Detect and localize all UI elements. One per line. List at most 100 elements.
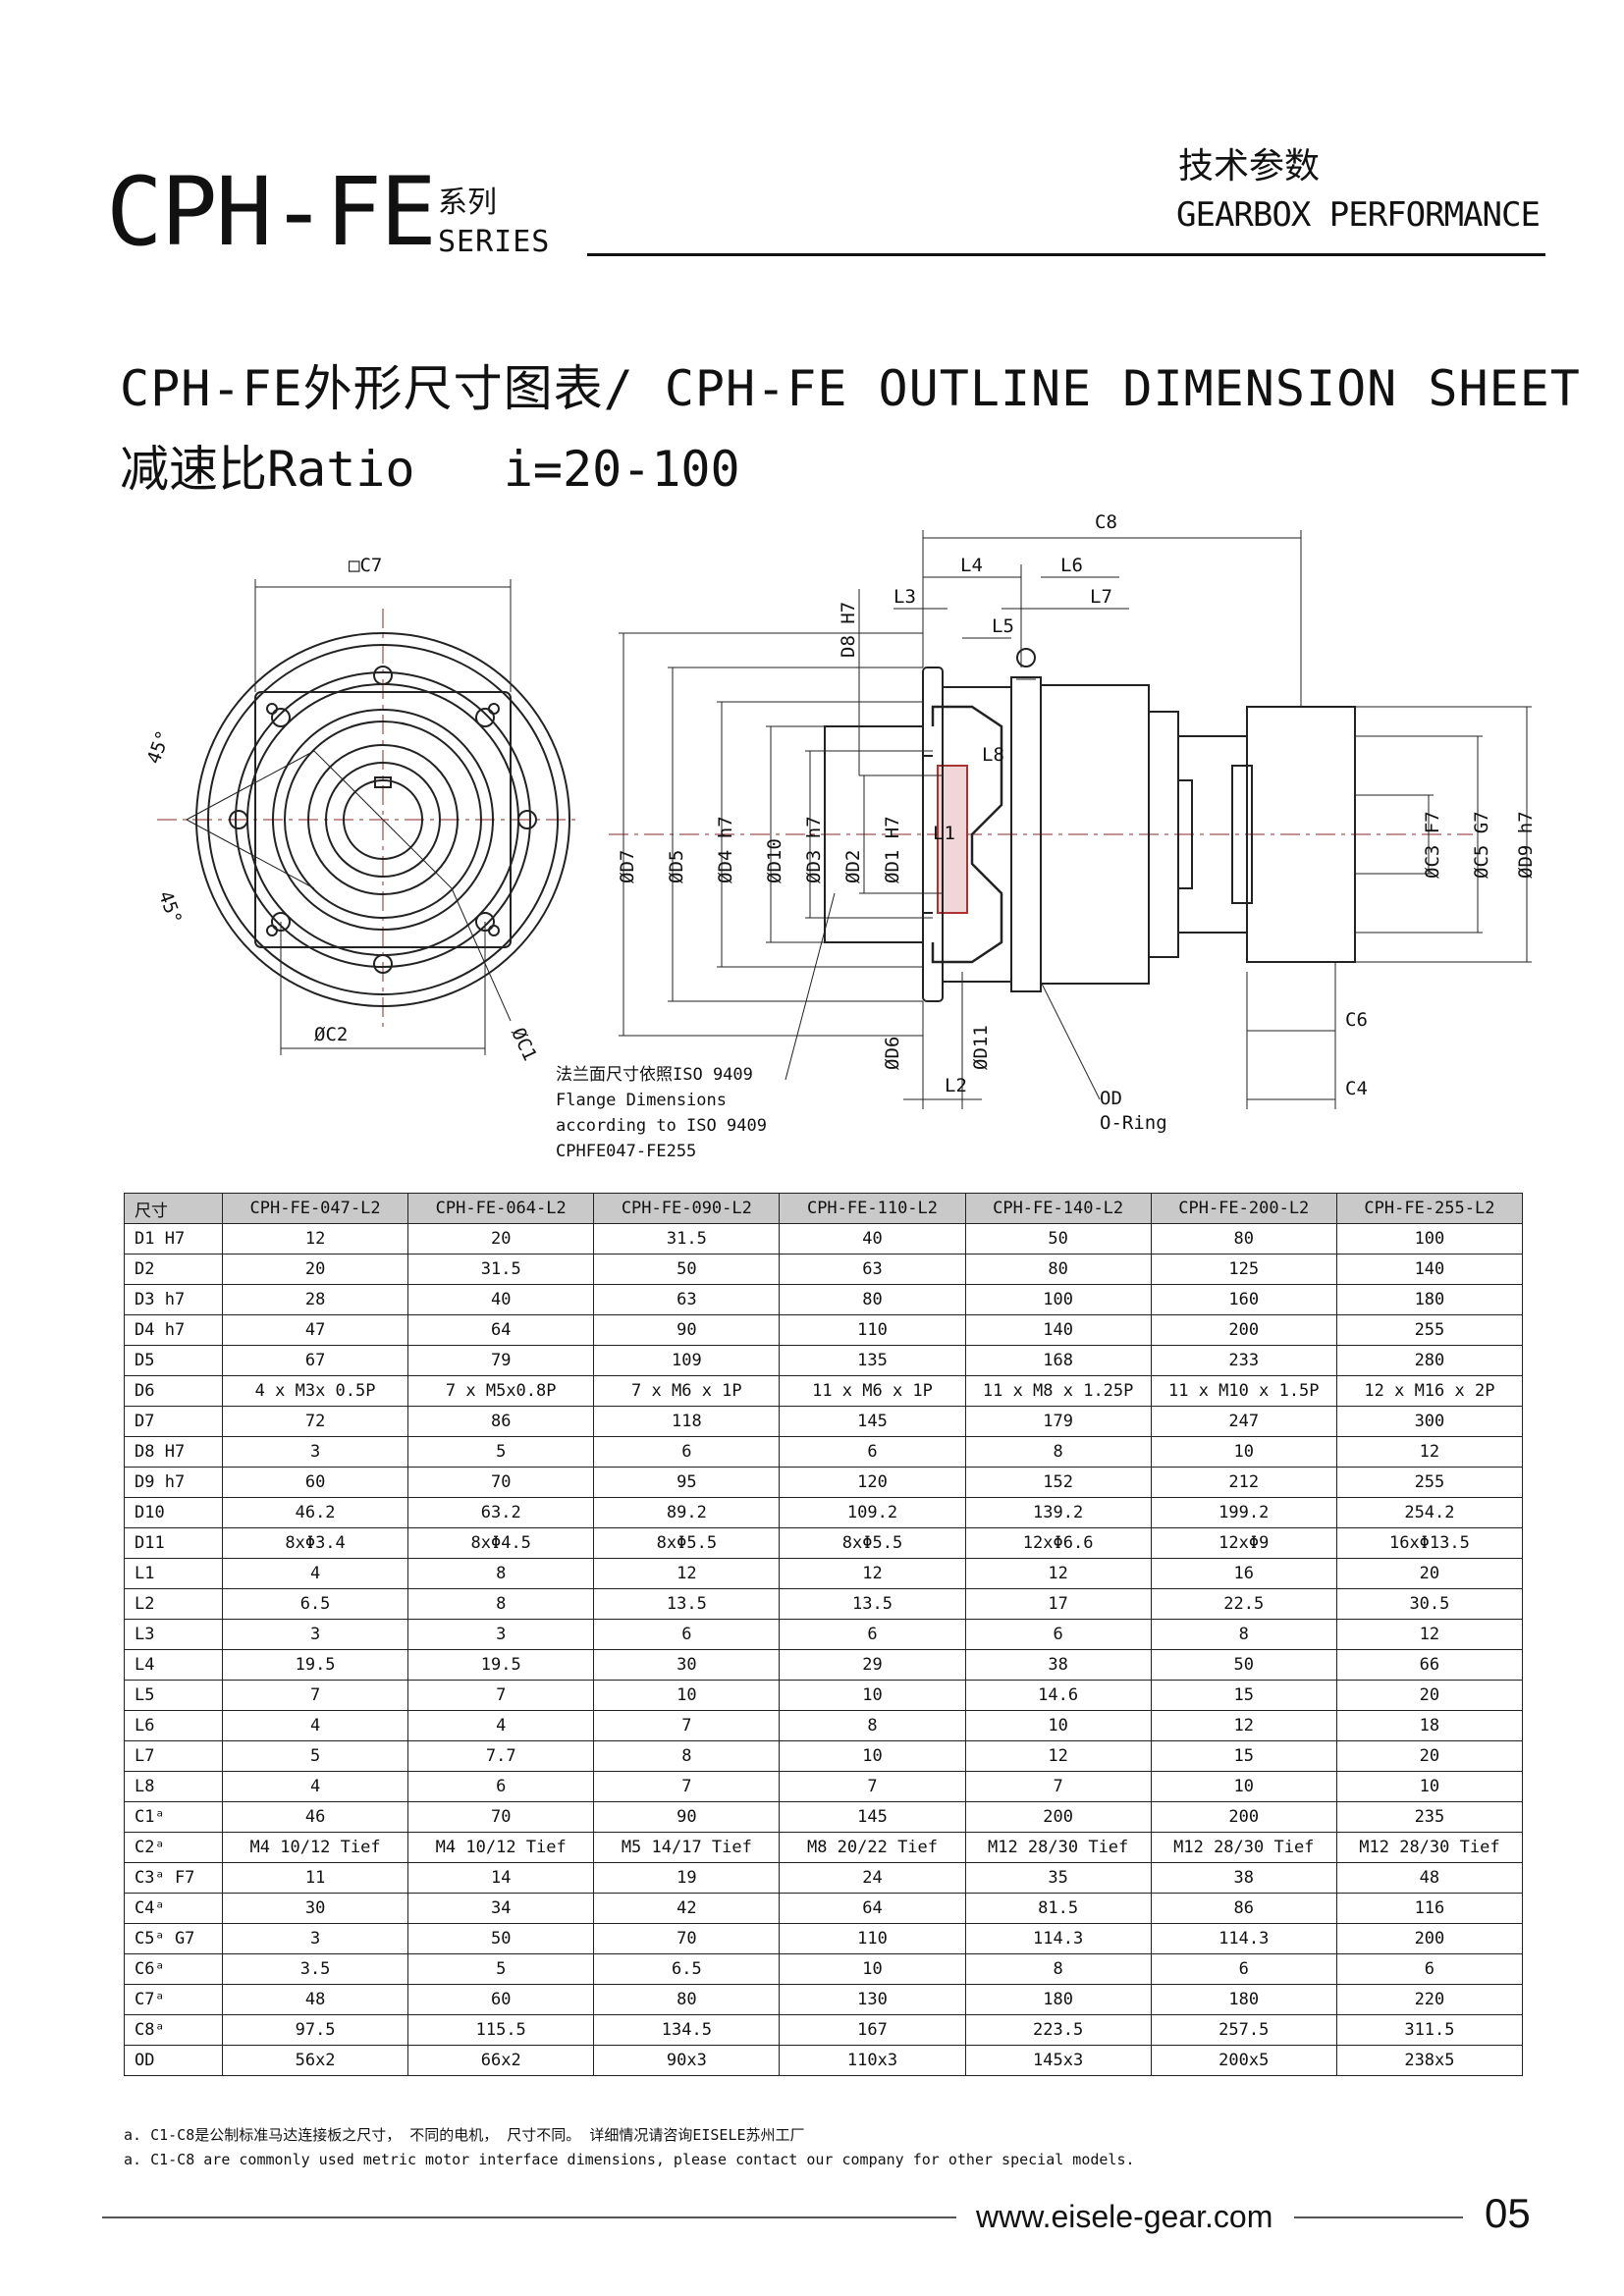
dim-c8: C8 (1095, 511, 1117, 533)
row-label: C7ᵃ (124, 1984, 223, 2015)
table-cell: 31.5 (407, 1254, 595, 1285)
table-cell: 48 (221, 1984, 409, 2015)
table-cell: 90x3 (593, 2045, 781, 2076)
page-number: 05 (1485, 2190, 1531, 2236)
column-header: CPH-FE-110-L2 (779, 1193, 966, 1224)
table-cell: 95 (593, 1467, 781, 1498)
dim-d2: ØD2 (842, 850, 864, 883)
row-label: C5ᵃ G7 (124, 1923, 223, 1954)
table-cell: 145 (779, 1406, 966, 1437)
flange-note-line: CPHFE047-FE255 (556, 1142, 697, 1161)
table-cell: 80 (964, 1254, 1152, 1285)
table-cell: 311.5 (1335, 2014, 1524, 2046)
table-cell: 7.7 (407, 1740, 595, 1772)
table-cell: 10 (593, 1680, 781, 1711)
table-cell: 40 (407, 1284, 595, 1315)
table-cell: 180 (1335, 1284, 1524, 1315)
table-cell: 8 (779, 1710, 966, 1741)
dim-l5: L5 (992, 615, 1014, 637)
table-cell: 223.5 (964, 2014, 1152, 2046)
table-cell: 60 (221, 1467, 409, 1498)
dim-d1: ØD1 H7 (882, 816, 903, 883)
table-cell: 280 (1335, 1345, 1524, 1376)
table-cell: M4 10/12 Tief (407, 1832, 595, 1863)
dim-d9: ØD9 h7 (1515, 811, 1532, 879)
table-cell: 7 (593, 1771, 781, 1802)
column-header: CPH-FE-255-L2 (1335, 1193, 1524, 1224)
table-cell: 8xΦ4.5 (407, 1527, 595, 1559)
table-cell: 255 (1335, 1467, 1524, 1498)
table-cell: 8xΦ3.4 (221, 1527, 409, 1559)
table-cell: 11 x M8 x 1.25P (964, 1375, 1152, 1407)
table-cell: 50 (964, 1223, 1152, 1255)
table-cell: 199.2 (1150, 1497, 1337, 1528)
dim-d3: ØD3 h7 (803, 816, 825, 883)
table-cell: 233 (1150, 1345, 1337, 1376)
section-title-cn: 技术参数 (1178, 146, 1321, 187)
table-cell: 63 (779, 1254, 966, 1285)
column-header: CPH-FE-200-L2 (1150, 1193, 1337, 1224)
table-cell: 160 (1150, 1284, 1337, 1315)
table-cell: 220 (1335, 1984, 1524, 2015)
table-cell: 7 x M6 x 1P (593, 1375, 781, 1407)
row-label: L3 (124, 1619, 223, 1650)
row-label: D1 H7 (124, 1223, 223, 1255)
table-cell: 8xΦ5.5 (779, 1527, 966, 1559)
table-cell: 7 (221, 1680, 409, 1711)
table-cell: 63 (593, 1284, 781, 1315)
table-cell: 8xΦ5.5 (593, 1527, 781, 1559)
dim-l2: L2 (945, 1075, 967, 1096)
dim-d6: ØD6 (882, 1037, 903, 1070)
table-cell: 300 (1335, 1406, 1524, 1437)
angle-lower: 45° (154, 888, 186, 928)
table-cell: 3 (221, 1436, 409, 1468)
table-cell: 90 (593, 1314, 781, 1346)
series-code: CPH-FE (106, 157, 437, 267)
dim-d7: ØD7 (617, 850, 638, 883)
front-view (157, 579, 579, 1055)
dim-l3: L3 (893, 586, 916, 608)
side-view (609, 530, 1532, 1109)
table-cell: 145x3 (964, 2045, 1152, 2076)
series-label-en: SERIES (438, 225, 551, 259)
table-cell: 97.5 (221, 2014, 409, 2046)
dim-d8: D8 H7 (838, 602, 859, 658)
table-cell: 22.5 (1150, 1588, 1337, 1620)
row-label: D5 (124, 1345, 223, 1376)
table-cell: 200x5 (1150, 2045, 1337, 2076)
outline-drawing: □C7 ØC2 ØC1 45° 45° C8 L4 L6 L3 L7 L5 L8… (118, 510, 1537, 1158)
table-cell: 110x3 (779, 2045, 966, 2076)
table-cell: 80 (593, 1984, 781, 2015)
row-label: L6 (124, 1710, 223, 1741)
row-label: D3 h7 (124, 1284, 223, 1315)
table-cell: 24 (779, 1862, 966, 1894)
row-label: L2 (124, 1588, 223, 1620)
table-cell: 19.5 (407, 1649, 595, 1681)
table-cell: 4 (221, 1771, 409, 1802)
row-label: D11 (124, 1527, 223, 1559)
table-cell: 90 (593, 1801, 781, 1833)
table-cell: 100 (1335, 1223, 1524, 1255)
table-cell: 5 (407, 1436, 595, 1468)
label-oring: O-Ring (1100, 1112, 1167, 1134)
table-cell: 13.5 (779, 1588, 966, 1620)
table-cell: 10 (779, 1740, 966, 1772)
table-cell: 89.2 (593, 1497, 781, 1528)
row-label: C4ᵃ (124, 1893, 223, 1924)
table-cell: 63.2 (407, 1497, 595, 1528)
table-cell: 8 (407, 1558, 595, 1589)
table-cell: 17 (964, 1588, 1152, 1620)
table-cell: 3 (221, 1619, 409, 1650)
table-cell: 11 x M6 x 1P (779, 1375, 966, 1407)
